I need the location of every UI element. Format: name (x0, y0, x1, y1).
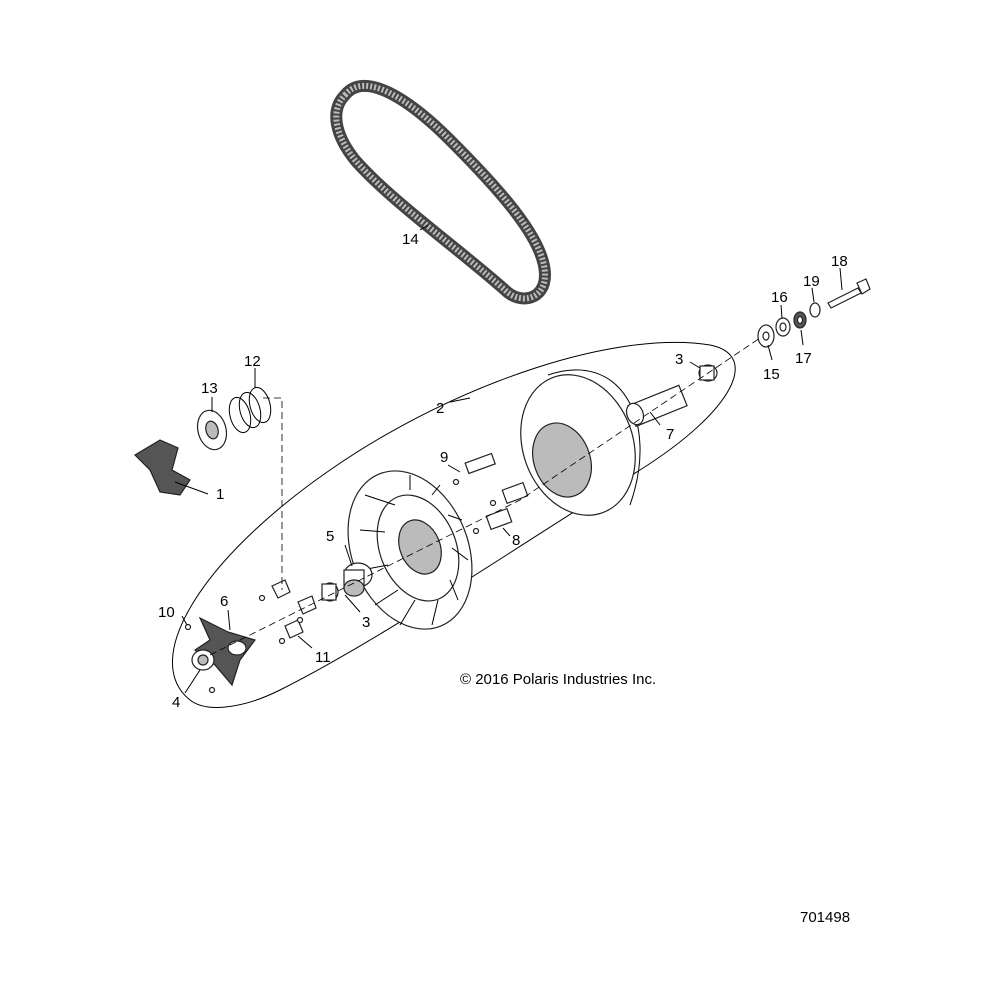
callout-5: 5 (326, 528, 334, 545)
assembly-outline (172, 341, 736, 708)
callout-9: 9 (440, 449, 448, 466)
callout-3-center: 3 (362, 614, 370, 631)
callout-4: 4 (172, 694, 180, 711)
callout-1: 1 (216, 486, 224, 503)
callout-16: 16 (771, 289, 788, 306)
roller-11 (258, 579, 317, 645)
callout-12: 12 (244, 353, 261, 370)
callout-19: 19 (803, 273, 820, 290)
bolt-18 (827, 278, 871, 309)
spring-seat (196, 409, 228, 451)
alignment-line-2 (263, 397, 283, 590)
washer-16 (775, 317, 791, 337)
callout-11: 11 (315, 649, 331, 666)
copyright-notice: © 2016 Polaris Industries Inc. (460, 671, 656, 688)
callout-10: 10 (158, 604, 175, 621)
callout-17: 17 (795, 350, 812, 367)
callout-7: 7 (666, 426, 674, 443)
callout-18: 18 (831, 253, 848, 270)
roller-8 (472, 481, 529, 535)
washer-19 (809, 302, 821, 318)
alignment-line-1 (209, 337, 761, 656)
drawing-number: 701498 (800, 909, 850, 926)
callout-14: 14 (402, 231, 419, 248)
sheave-inner (347, 470, 473, 630)
shaft-7 (625, 384, 688, 428)
callout-2: 2 (436, 400, 444, 417)
screw-10 (184, 623, 216, 694)
leader-lines (174, 224, 843, 694)
callout-15: 15 (763, 366, 780, 383)
callout-3-top: 3 (675, 351, 683, 368)
boss (343, 562, 373, 597)
spring (228, 386, 272, 434)
bushing-3-left (321, 582, 339, 602)
sheave-outer (520, 369, 641, 516)
bushing-4 (191, 649, 215, 671)
drive-belt (330, 79, 552, 305)
clutch-weight-1 (134, 439, 191, 496)
spider (193, 616, 256, 687)
callout-6: 6 (220, 593, 228, 610)
callout-8: 8 (512, 532, 520, 549)
callout-13: 13 (201, 380, 218, 397)
pin-9 (452, 452, 496, 486)
washer-17 (793, 311, 807, 329)
washer-15 (757, 324, 775, 348)
